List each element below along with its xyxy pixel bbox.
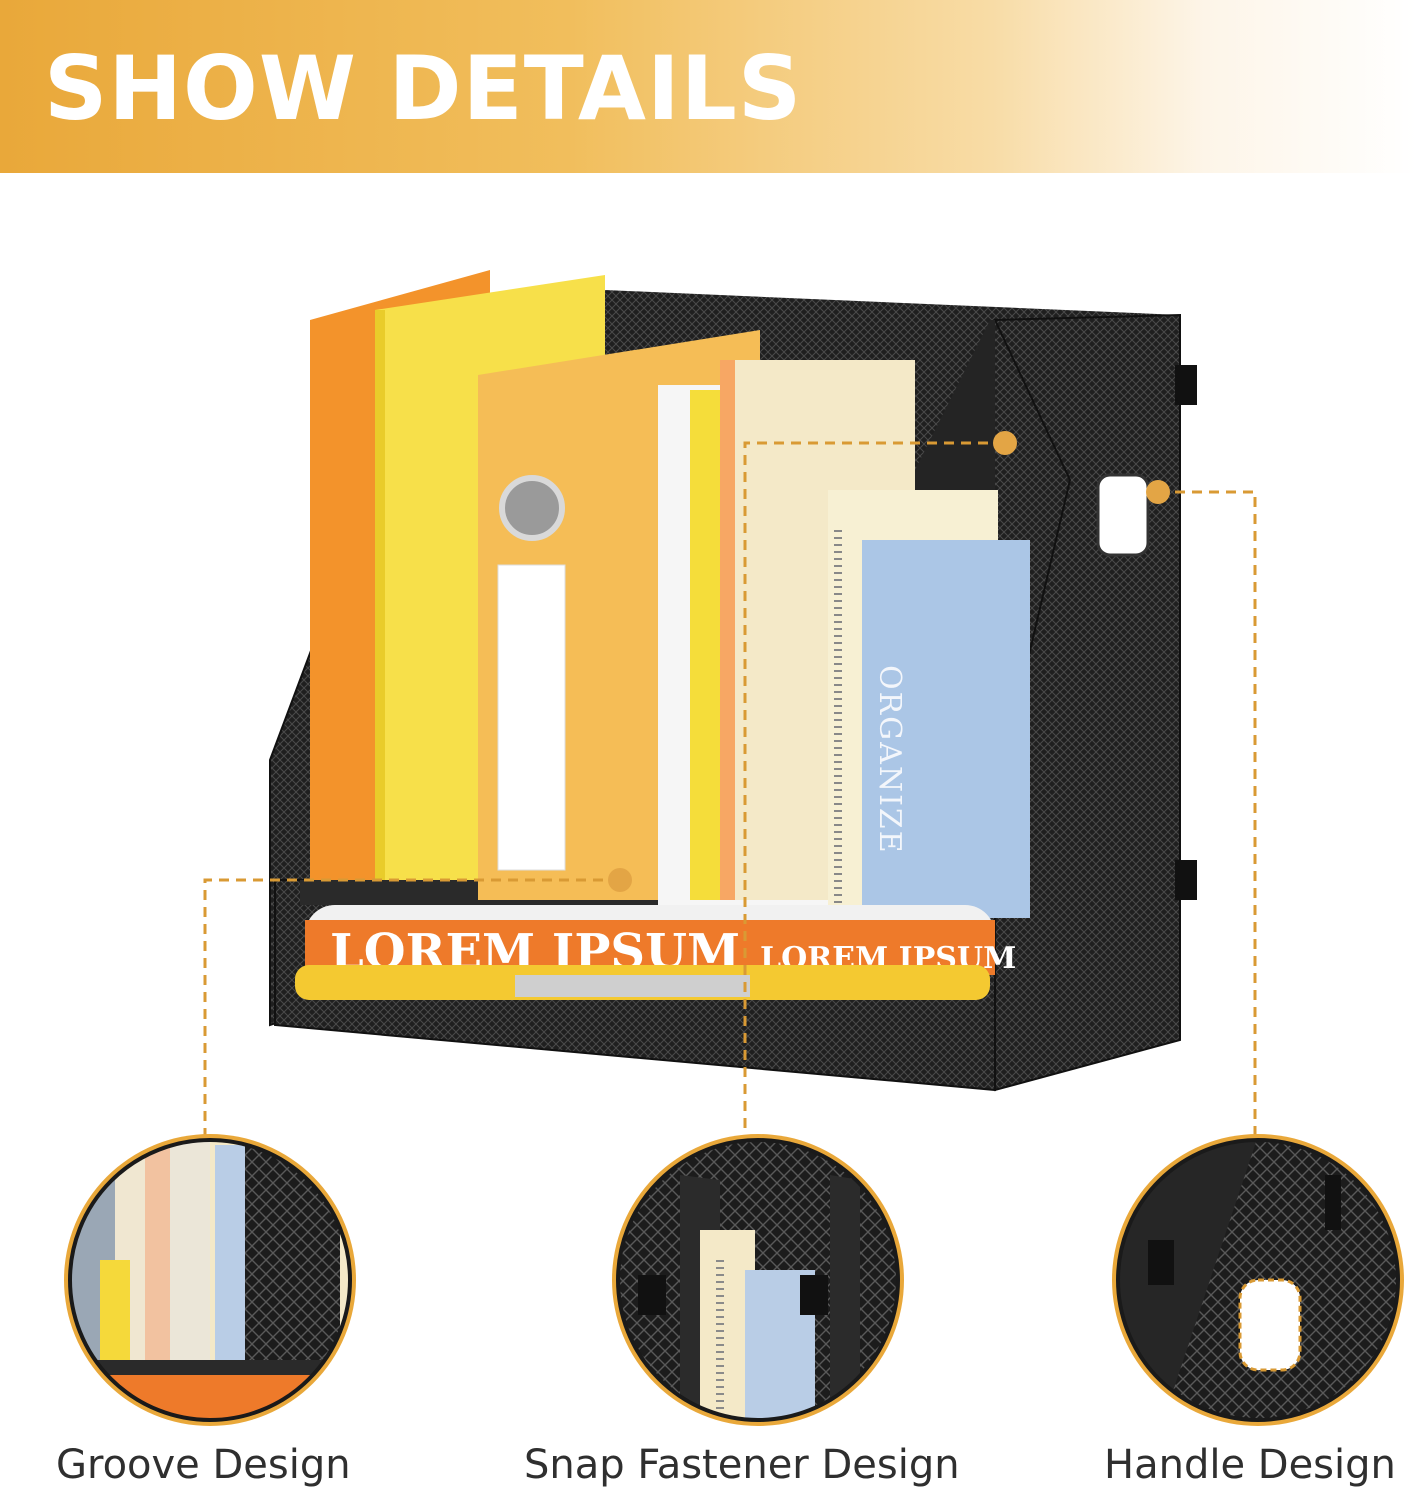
handle-cutout (1096, 473, 1150, 557)
snap-fastener-bottom (1175, 860, 1197, 900)
product-illustration: ORGANIZE LOREM IPSUM LOREM IPSUM (64, 270, 1404, 1426)
callout-lines (203, 441, 1257, 1140)
detail-snap-fastener-image (612, 1134, 904, 1426)
callout-dot-groove (608, 868, 632, 892)
product-stage: ORGANIZE LOREM IPSUM LOREM IPSUM (0, 173, 1417, 1500)
callout-dot-handle (1146, 480, 1170, 504)
caption-handle-design: Handle Design (1104, 1442, 1396, 1488)
book-spine-organize: ORGANIZE (872, 665, 907, 855)
detail-handle-image (1112, 1134, 1404, 1426)
callout-dot-snap (993, 431, 1017, 455)
caption-snap-fastener-design: Snap Fastener Design (524, 1442, 960, 1488)
snap-fastener-top (1175, 365, 1197, 405)
header-banner: SHOW DETAILS (0, 0, 1417, 173)
books: ORGANIZE (310, 270, 1030, 918)
page-title: SHOW DETAILS (44, 37, 803, 140)
caption-groove-design: Groove Design (56, 1442, 351, 1488)
detail-groove-image (64, 1134, 356, 1426)
lower-shelf-items: LOREM IPSUM LOREM IPSUM (295, 905, 1016, 1000)
